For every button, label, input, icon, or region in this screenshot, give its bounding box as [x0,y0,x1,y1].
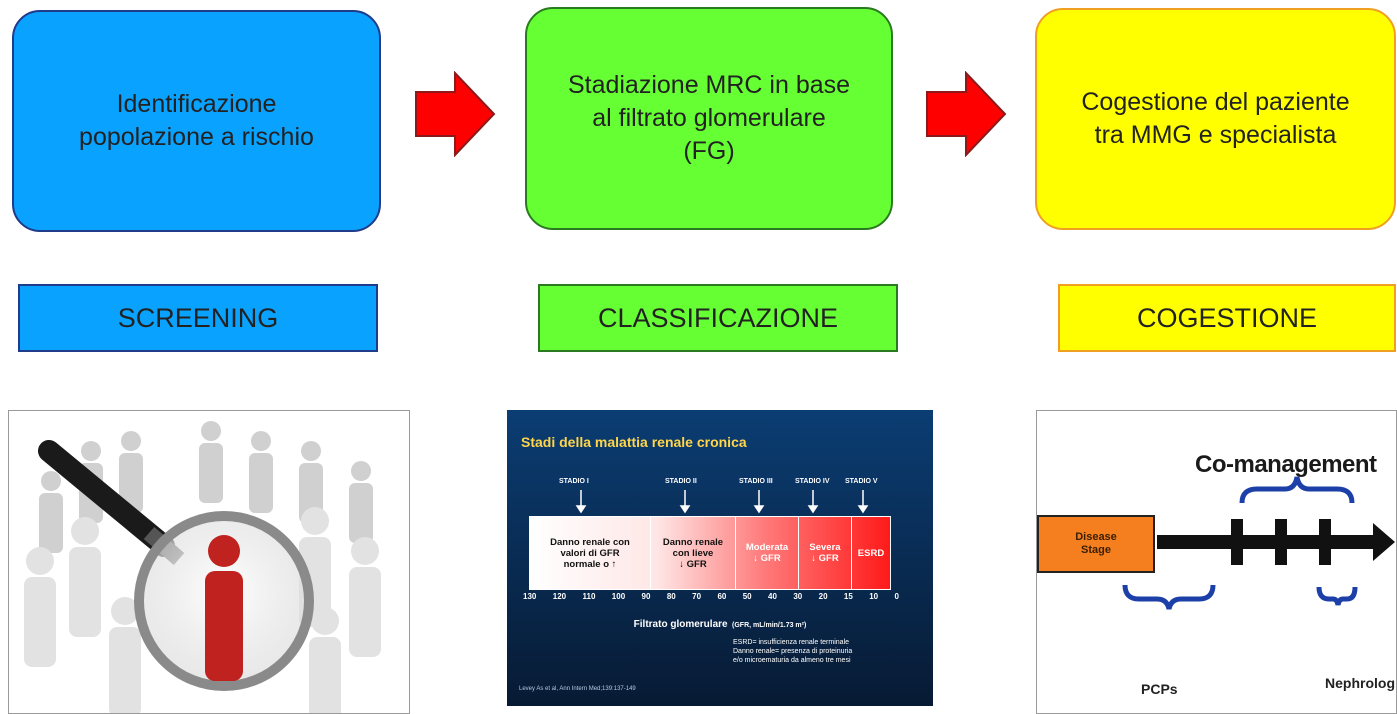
gfr-cell: Danno renale con lieve ↓ GFR [651,517,736,589]
slide-citation: Levey As et al, Ann Intern Med;139:137-1… [519,686,636,692]
tick-label: 50 [742,592,752,601]
timeline-icon [1122,476,1395,610]
disease-stage-box: Disease Stage [1037,515,1155,573]
comanagement-title: Co-management [1195,451,1377,478]
tick-label: 80 [666,592,676,601]
tick-label: 70 [692,592,702,601]
tick-label: 40 [768,592,777,601]
tick-label: 0 [894,592,899,601]
right-arrow-icon [415,71,496,157]
tick-label: 120 [552,592,567,601]
stage-labels: STADIO I STADIO II STADIO III STADIO IV … [507,478,933,508]
tick-label: 110 [582,592,596,601]
people-magnifier-icon [24,421,381,713]
right-arrow-icon [926,71,1007,157]
step-box-identificazione: Identificazione popolazione a rischio [12,10,381,232]
tick-label: 90 [641,592,651,601]
gfr-cell: Severa ↓ GFR [799,517,852,589]
tick-label: 130 [523,592,537,601]
axis-label-text: Filtrato glomerulare [633,619,728,630]
axis-unit-text: (GFR, mL/min/1.73 m²) [732,622,807,629]
label-classificazione: CLASSIFICAZIONE [538,284,898,352]
stage-arrows [575,490,869,514]
gfr-axis-label: Filtrato glomerulare (GFR, mL/min/1.73 m… [507,614,933,632]
screening-illustration [8,410,410,714]
stage-label: STADIO V [845,478,878,485]
step-box-cogestione: Cogestione del paziente tra MMG e specia… [1035,8,1396,230]
nephrologist-label: Nephrologist [1325,675,1396,691]
stage-label: STADIO III [739,478,773,485]
slide-note: ESRD= insufficienza renale terminale Dan… [733,639,853,664]
stage-label: STADIO II [665,478,697,485]
gfr-bar: Danno renale con valori di GFR normale o… [529,516,891,590]
slide-title: Stadi della malattia renale cronica [521,434,747,450]
stage-label: STADIO I [559,478,589,485]
gfr-cell: ESRD [857,547,885,559]
step-box-stadiazione: Stadiazione MRC in base al filtrato glom… [525,7,893,230]
ckd-stages-slide: Stadi della malattia renale cronica STAD… [507,410,933,706]
tick-label: 20 [818,592,828,601]
stage-label: STADIO IV [795,478,830,485]
comanagement-illustration: Co-management Disease Stage PCPs Nephrol… [1036,410,1397,714]
tick-label: 30 [793,592,803,601]
label-cogestione: COGESTIONE [1058,284,1396,352]
tick-label: 15 [843,592,853,601]
gfr-cell: Danno renale con valori di GFR normale o… [530,517,651,589]
tick-label: 100 [611,592,626,601]
pcps-label: PCPs [1141,681,1178,697]
tick-label: 10 [869,592,879,601]
gfr-ticks: 130 120 110 100 90 80 70 60 50 40 30 20 … [523,592,899,601]
label-screening: SCREENING [18,284,378,352]
gfr-cell: Moderata ↓ GFR [736,517,799,589]
tick-label: 60 [717,592,727,601]
